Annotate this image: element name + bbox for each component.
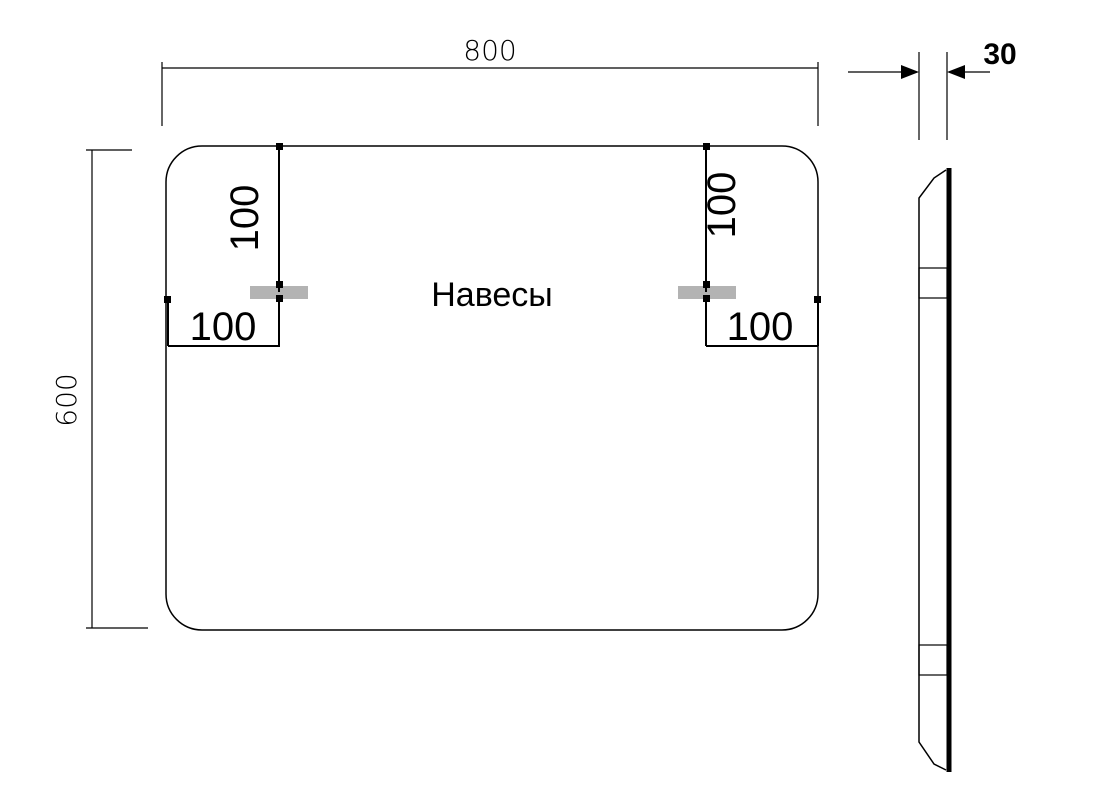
left-hanger-mount [250, 286, 308, 299]
width-label: 800 [463, 34, 516, 67]
right-edge-marker [814, 296, 821, 303]
left-hanger-top-label: 100 [223, 185, 267, 252]
side-frame-profile [918, 169, 947, 771]
hangers-label: Навесы [431, 276, 553, 314]
right-hanger-top-label: 100 [700, 172, 744, 239]
width-dimension: 800 [161, 34, 819, 126]
right-hanger-marker-mid [703, 281, 710, 288]
height-label: 600 [50, 373, 83, 426]
right-hanger-group: 100 100 [678, 143, 821, 349]
left-hanger-side-label: 100 [190, 305, 257, 349]
mirror-outline [165, 145, 819, 631]
right-hanger-mount [678, 286, 736, 299]
right-hanger-side-label: 100 [727, 305, 794, 349]
depth-label: 30 [983, 38, 1016, 71]
side-view: 30 [848, 38, 1017, 772]
left-hanger-marker-top [276, 143, 283, 150]
front-view: 800 600 100 100 [50, 34, 821, 631]
side-bracket-top [918, 267, 948, 299]
side-bracket-bottom [918, 644, 948, 676]
depth-dimension: 30 [848, 38, 1017, 140]
height-dimension: 600 [50, 149, 148, 629]
right-hanger-marker-top [703, 143, 710, 150]
left-hanger-group: 100 100 [164, 143, 308, 349]
left-hanger-marker-mid [276, 281, 283, 288]
left-edge-marker [164, 296, 171, 303]
